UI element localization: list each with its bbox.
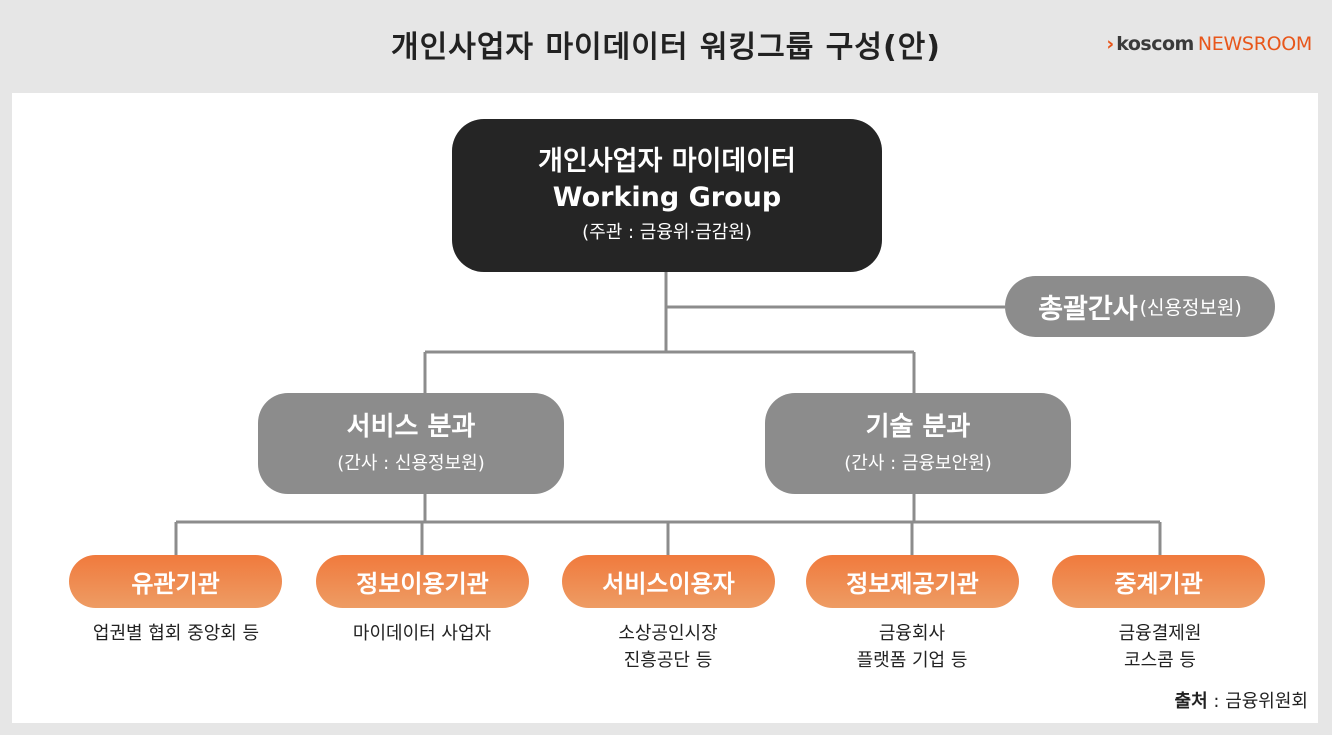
- member-node-data-providers: 정보제공기관: [806, 555, 1019, 608]
- member-description-line: 업권별 협회 중앙회 등: [92, 623, 260, 644]
- member-description-line: 마이데이터 사업자: [352, 623, 492, 644]
- secretariat-org: (신용정보원): [1139, 297, 1242, 319]
- logo-brand: koscom: [1116, 33, 1194, 55]
- logo-suffix: NEWSROOM: [1197, 33, 1312, 55]
- member-description: 업권별 협회 중앙회 등: [56, 620, 296, 647]
- working-group-title: 개인사업자 마이데이터: [538, 145, 796, 177]
- member-node-relay-institutions: 중계기관: [1052, 555, 1265, 608]
- member-description: 금융결제원 코스콤 등: [1040, 620, 1280, 674]
- member-description: 마이데이터 사업자: [302, 620, 542, 647]
- member-description-line: 소상공인시장: [618, 623, 718, 644]
- member-description-line: 플랫폼 기업 등: [856, 650, 968, 671]
- page-title: 개인사업자 마이데이터 워킹그룹 구성(안): [391, 30, 941, 65]
- division-title: 서비스 분과: [346, 411, 476, 442]
- member-node-service-users: 서비스이용자: [562, 555, 775, 608]
- chevron-icon: ›: [1106, 33, 1115, 55]
- source-note: 출처 : 금융위원회: [1175, 687, 1308, 713]
- division-secretary: (간사 : 신용정보원): [337, 452, 485, 474]
- member-description-line: 코스콤 등: [1124, 650, 1196, 671]
- source-label: 출처: [1174, 691, 1208, 712]
- secretariat-title: 총괄간사: [1038, 294, 1138, 325]
- member-description-line: 금융결제원: [1118, 623, 1202, 644]
- division-title: 기술 분과: [865, 411, 971, 442]
- member-node-data-users: 정보이용기관: [316, 555, 529, 608]
- member-description: 소상공인시장 진흥공단 등: [548, 620, 788, 674]
- service-division-node: 서비스 분과 (간사 : 신용정보원): [258, 393, 564, 494]
- tech-division-node: 기술 분과 (간사 : 금융보안원): [765, 393, 1071, 494]
- working-group-subtitle: Working Group: [552, 181, 782, 213]
- division-secretary: (간사 : 금융보안원): [844, 452, 992, 474]
- source-value: 금융위원회: [1225, 691, 1308, 712]
- working-group-node: 개인사업자 마이데이터 Working Group (주관 : 금융위·금감원): [452, 119, 882, 272]
- member-description-line: 금융회사: [878, 623, 946, 644]
- secretariat-node: 총괄간사(신용정보원): [1005, 276, 1275, 337]
- member-description-line: 진흥공단 등: [623, 650, 713, 671]
- working-group-host: (주관 : 금융위·금감원): [582, 221, 752, 243]
- member-description: 금융회사 플랫폼 기업 등: [792, 620, 1032, 674]
- source-separator: :: [1207, 691, 1226, 712]
- member-node-related-institutions: 유관기관: [69, 555, 282, 608]
